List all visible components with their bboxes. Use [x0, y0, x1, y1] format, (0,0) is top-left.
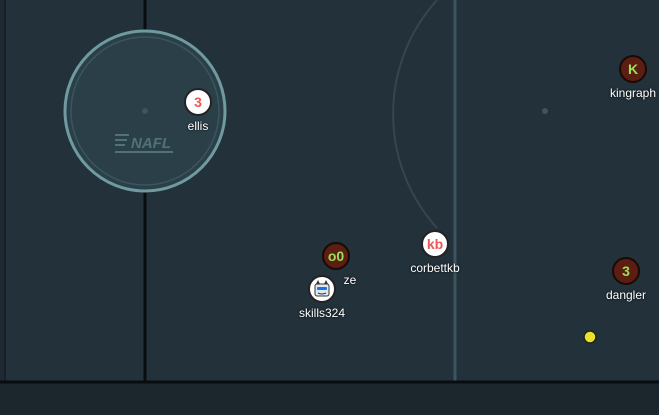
faceoff-dot: [142, 108, 148, 114]
player-token: 3: [184, 88, 212, 116]
faceoff-circle-inner: [70, 36, 220, 186]
player-name: skills324: [298, 306, 346, 320]
player-token: o0: [322, 242, 350, 270]
player-token: kb: [421, 230, 449, 258]
player-dangler[interactable]: 3 dangler: [586, 257, 659, 302]
player-name: ellis: [187, 119, 209, 133]
board-strip: [0, 382, 659, 415]
robot-face-icon-svg: [314, 280, 330, 297]
player-kingraph[interactable]: K kingraph: [593, 55, 659, 100]
player-token: K: [619, 55, 647, 83]
player-name: ze: [343, 273, 357, 287]
player-name: corbettkb: [410, 261, 460, 275]
player-skills324[interactable]: skills324: [282, 275, 362, 320]
center-arc: [392, 0, 438, 229]
league-logo: NAFL: [115, 134, 173, 153]
puck: [583, 330, 597, 344]
player-corbettkb[interactable]: kb corbettkb: [395, 230, 475, 275]
league-logo-text: NAFL: [131, 135, 171, 152]
robot-face-icon: [308, 275, 336, 303]
center-dot: [542, 108, 548, 114]
player-name: kingraph: [609, 86, 657, 100]
player-token: 3: [612, 257, 640, 285]
player-o0[interactable]: o0 ze: [296, 242, 376, 287]
player-ellis[interactable]: 3 ellis: [158, 88, 238, 133]
player-name: dangler: [605, 288, 647, 302]
